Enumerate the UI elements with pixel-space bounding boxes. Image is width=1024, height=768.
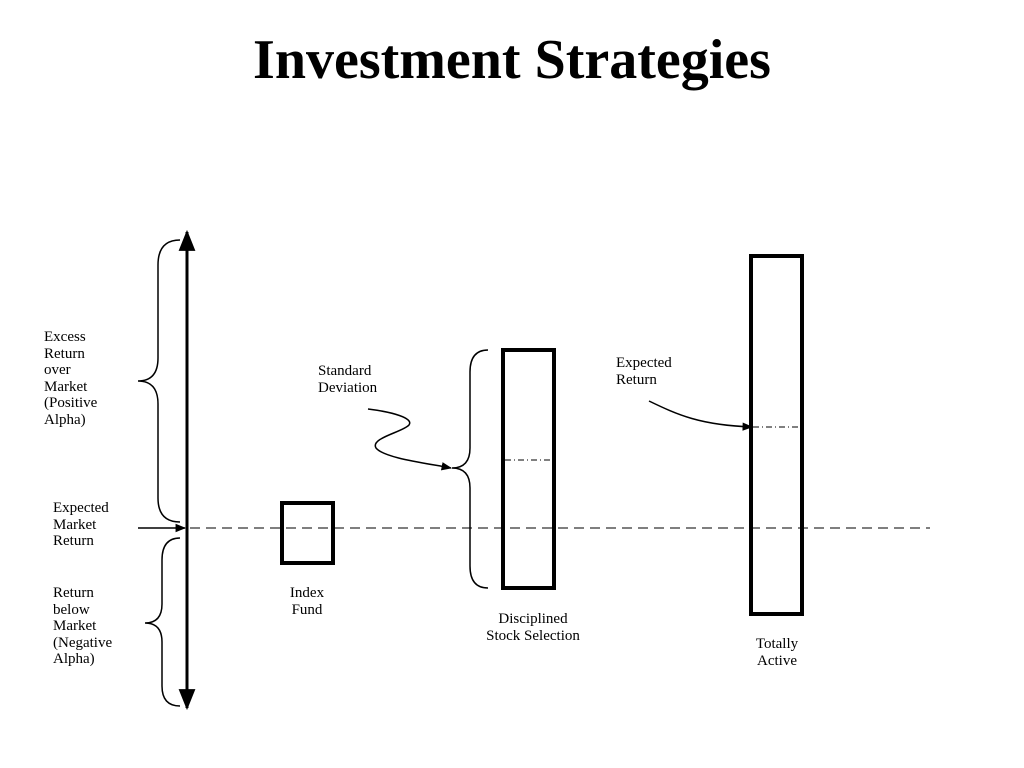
expected-return-label: Expected Return — [616, 355, 672, 388]
expected-market-return-label: Expected Market Return — [53, 500, 109, 549]
totally-active-box — [749, 254, 804, 616]
standard-deviation-brace — [451, 349, 489, 589]
positive-alpha-brace — [137, 239, 181, 523]
standard-deviation-pointer-arrow — [367, 408, 453, 471]
slide-title: Investment Strategies — [253, 29, 771, 91]
standard-deviation-label: Standard Deviation — [318, 363, 378, 396]
disciplined-stock-selection-box — [501, 348, 556, 590]
expected-return-pointer-arrow — [648, 400, 754, 431]
disciplined-stock-selection-label: Disciplined Stock Selection — [486, 611, 580, 644]
negative-alpha-brace — [144, 537, 181, 707]
index-fund-box — [280, 501, 335, 565]
return-below-market-label: Return below Market (Negative Alpha) — [53, 585, 113, 667]
excess-return-label: Excess Return over Market (Positive Alph… — [44, 329, 98, 428]
totally-active-label: Totally Active — [755, 636, 799, 669]
index-fund-label: Index Fund — [289, 585, 325, 618]
